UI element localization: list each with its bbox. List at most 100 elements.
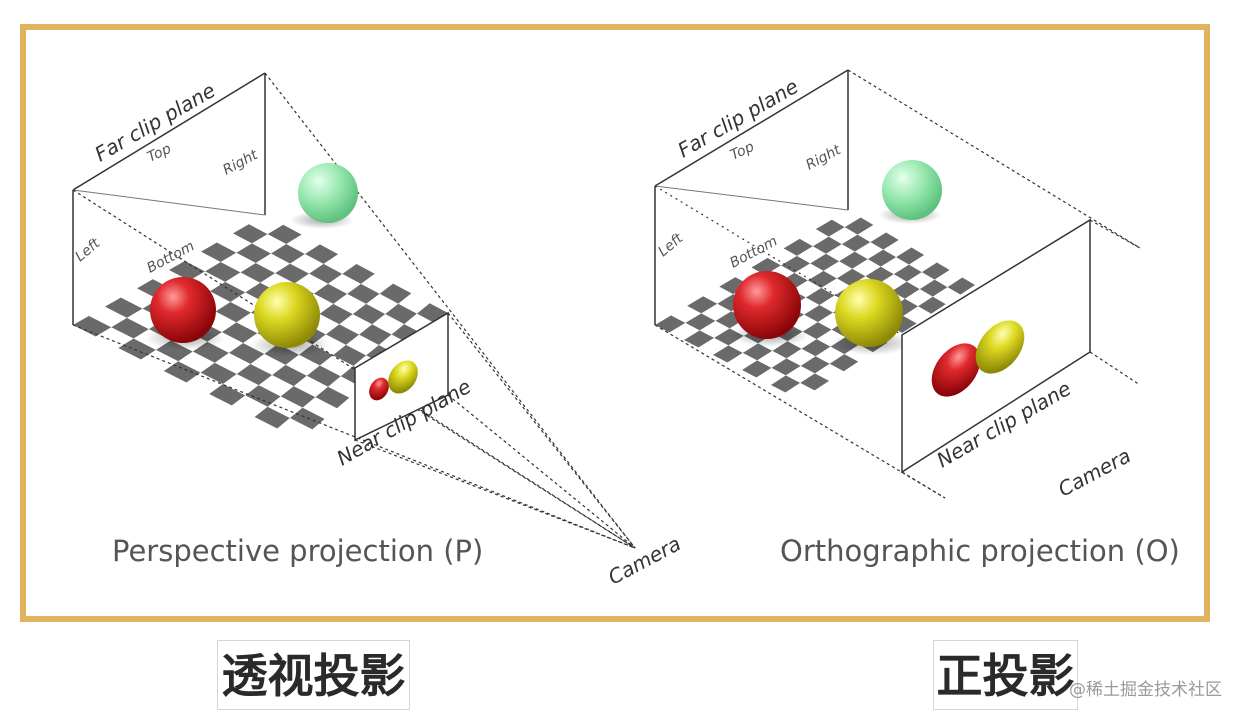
- checker-tile: [333, 293, 367, 315]
- checker-tile: [794, 263, 824, 281]
- checker-tile: [810, 253, 840, 271]
- checker-tile: [223, 373, 259, 396]
- checker-tile: [857, 225, 887, 243]
- checker-tile: [302, 397, 337, 419]
- checker-tile: [254, 406, 290, 429]
- checker-tile: [141, 349, 179, 371]
- checker-tile: [932, 287, 961, 305]
- checker-tile: [844, 217, 874, 235]
- checker-tile: [163, 361, 201, 383]
- checker-tile: [918, 296, 946, 314]
- checker-tile: [783, 238, 813, 256]
- orthographic-caption: Orthographic projection (O): [780, 534, 1180, 568]
- ortho-red-sphere: [733, 271, 801, 339]
- perspective-frustum-edges: [72, 72, 266, 325]
- checker-tile: [701, 303, 732, 321]
- checker-tile: [294, 273, 329, 294]
- checker-tile: [323, 254, 357, 274]
- checker-tile: [896, 247, 925, 265]
- checker-tile: [372, 314, 405, 335]
- checker-tile: [277, 418, 313, 440]
- yellow-sphere: [254, 282, 320, 348]
- checker-tile: [346, 334, 379, 356]
- checker-tile: [698, 337, 729, 355]
- checker-tile: [781, 255, 811, 273]
- near-plane-yellow-projection: [388, 360, 418, 394]
- checker-tile: [801, 339, 831, 357]
- red-sphere: [150, 277, 216, 343]
- checker-tile: [328, 273, 361, 294]
- checker-tile: [904, 289, 933, 307]
- checker-tile: [339, 314, 373, 335]
- checker-tile: [342, 264, 375, 284]
- checker-tile: [275, 263, 310, 284]
- checker-tile: [250, 353, 286, 376]
- checker-tile: [826, 244, 855, 262]
- checker-tile: [805, 287, 835, 305]
- checker-tile: [280, 386, 316, 408]
- checker-tile: [815, 346, 845, 364]
- checker-tile: [880, 257, 910, 275]
- checker-tile: [236, 363, 273, 386]
- checker-tile: [883, 240, 912, 258]
- checker-tile: [831, 210, 861, 228]
- checker-tile: [89, 306, 127, 328]
- checker-tile: [328, 376, 362, 398]
- checker-tile: [217, 233, 253, 253]
- checker-tile: [891, 281, 920, 299]
- checker-tile: [841, 234, 871, 252]
- checker-tile: [325, 324, 360, 345]
- orthographic-camera-label: Camera: [1054, 443, 1135, 501]
- checker-tile: [685, 313, 716, 331]
- orthographic-left-label: Left: [655, 230, 686, 260]
- checker-tile: [687, 296, 718, 314]
- checker-tile: [742, 343, 773, 361]
- checker-tile: [821, 278, 851, 296]
- checker-tile: [185, 251, 221, 272]
- checker-tile: [909, 255, 937, 273]
- checker-tile: [839, 251, 868, 269]
- checker-tile: [800, 373, 830, 391]
- perspective-scene: Far clip plane Top Right Left Bottom Nea…: [72, 72, 685, 589]
- checker-tile: [267, 396, 303, 419]
- checker-tile: [221, 322, 258, 343]
- checker-tile: [713, 345, 743, 363]
- checker-tile: [215, 301, 251, 323]
- checker-tile: [800, 356, 830, 374]
- checker-tile: [359, 324, 392, 345]
- checker-tile: [306, 365, 341, 387]
- checker-tile: [178, 351, 215, 373]
- orthographic-box-edges: [654, 69, 849, 325]
- checker-tile: [751, 257, 782, 275]
- checker-tile: [361, 273, 394, 294]
- perspective-right-label: Right: [220, 147, 261, 179]
- orthographic-chinese-label: 正投影: [933, 640, 1078, 710]
- checker-tile: [772, 341, 802, 359]
- ortho-yellow-sphere: [835, 279, 903, 347]
- checker-tile: [796, 246, 827, 264]
- checker-tile: [210, 281, 246, 302]
- checker-tile: [73, 315, 112, 337]
- checker-tile: [903, 306, 932, 324]
- checker-tile: [757, 350, 787, 368]
- checker-tile: [719, 277, 750, 295]
- checker-tile: [249, 215, 284, 235]
- ortho-near-plane-yellow-projection: [975, 320, 1025, 374]
- checker-tile: [352, 303, 386, 325]
- near-plane-red-projection: [369, 377, 389, 401]
- checker-tile: [947, 277, 975, 295]
- orthographic-top-label: Top: [728, 139, 757, 164]
- checker-tile: [814, 363, 844, 381]
- ortho-near-plane-red-projection: [931, 343, 981, 397]
- checker-tile: [804, 305, 834, 323]
- checker-tile: [828, 227, 858, 245]
- checker-tile: [286, 234, 320, 254]
- checker-tile: [309, 263, 343, 284]
- checker-tile: [271, 244, 305, 264]
- checker-tile: [214, 352, 251, 374]
- checker-tile: [655, 315, 686, 333]
- checker-tile: [319, 355, 354, 377]
- orthographic-scene: Far clip plane Top Right Left Bottom Nea…: [654, 69, 1141, 501]
- checker-tile: [792, 280, 822, 298]
